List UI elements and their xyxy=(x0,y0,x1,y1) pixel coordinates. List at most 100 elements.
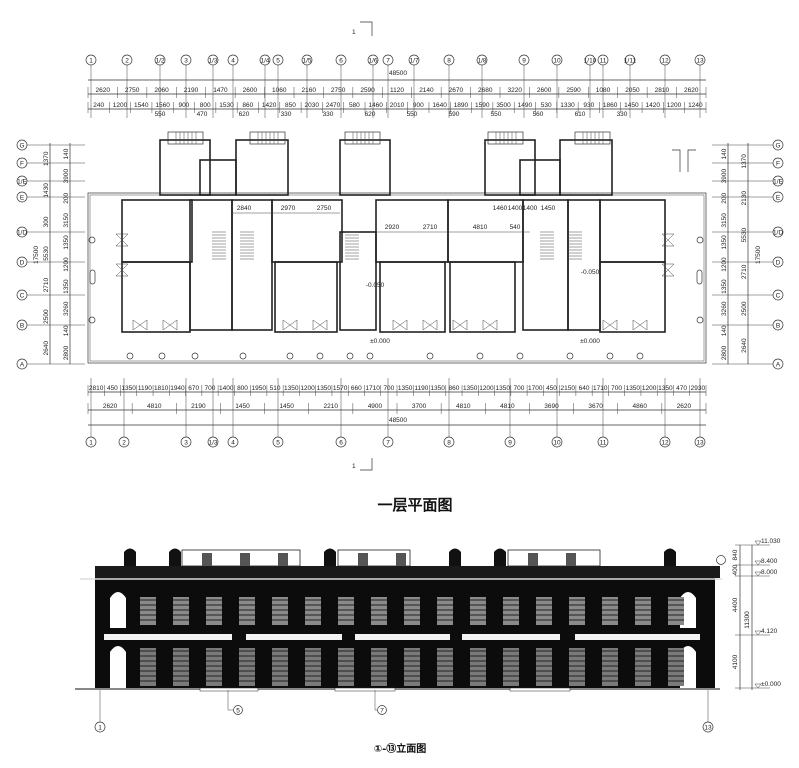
level-triangle xyxy=(754,540,762,546)
top-detail-dimension: 2010 xyxy=(390,102,405,109)
room-wall xyxy=(599,199,666,263)
column xyxy=(316,352,324,360)
penthouse-louver xyxy=(566,553,576,566)
roof-chimney xyxy=(494,548,506,566)
balcony-rail xyxy=(575,634,700,640)
right-detail-dimension: 140 xyxy=(721,148,728,159)
column xyxy=(606,352,614,360)
column xyxy=(89,269,96,285)
right-dimension: 2500 xyxy=(741,301,748,316)
interior-dimension: 1460 xyxy=(493,205,508,212)
entry-step xyxy=(199,687,259,692)
top-detail-dimension: 240 xyxy=(93,102,104,109)
bottom-dimension: 4810 xyxy=(500,403,515,410)
bottom-dimension: 3670 xyxy=(588,403,603,410)
axis-label: D xyxy=(20,260,25,267)
top-detail-dimension: 900 xyxy=(413,102,424,109)
axis-label: 1/E xyxy=(17,179,27,186)
top-offset-dimension: 550 xyxy=(491,111,502,118)
room-wall xyxy=(559,139,613,196)
callout-bubble xyxy=(377,705,387,715)
bottom-detail-dimension: 2930 xyxy=(691,385,706,392)
lower-louvered-window xyxy=(602,648,618,686)
section-cut-mark xyxy=(672,149,696,172)
bottom-detail-dimension: 1950 xyxy=(252,385,267,392)
axis-label: 1/6 xyxy=(368,58,377,65)
bottom-detail-dimension: 670 xyxy=(188,385,199,392)
penthouse-louver xyxy=(358,553,368,566)
axis-label: 13 xyxy=(696,440,704,447)
lower-louvered-window xyxy=(503,648,519,686)
lower-louvered-window xyxy=(470,648,486,686)
axis-label: 4 xyxy=(231,58,235,65)
top-offset-dimension: 470 xyxy=(197,111,208,118)
bottom-detail-dimension: 1200 xyxy=(642,385,657,392)
top-detail-dimension: 1200 xyxy=(113,102,128,109)
section-mark-label: 1 xyxy=(352,29,356,36)
axis-label: C xyxy=(776,293,781,300)
bottom-dimension: 2620 xyxy=(103,403,118,410)
top-dimension: 2600 xyxy=(537,87,552,94)
bottom-detail-dimension: 510 xyxy=(270,385,281,392)
top-dimension: 2680 xyxy=(478,87,493,94)
interior-dimension: 1450 xyxy=(541,205,556,212)
room-wall xyxy=(522,199,569,331)
bottom-detail-dimension: 1200 xyxy=(479,385,494,392)
bottom-dimension: 4810 xyxy=(456,403,471,410)
axis-label: 11 xyxy=(600,58,607,65)
top-dimension: 2060 xyxy=(154,87,169,94)
bottom-detail-dimension: 1710 xyxy=(593,385,608,392)
top-detail-dimension: 1590 xyxy=(475,102,490,109)
interior-dimension: 1400 xyxy=(508,205,523,212)
penthouse-louver xyxy=(278,553,288,566)
axis-label: 1/3 xyxy=(208,440,217,447)
rear-stair xyxy=(487,131,524,145)
room-wall xyxy=(484,139,536,196)
axis-label: 1/10 xyxy=(584,58,597,65)
bottom-detail-dimension: 660 xyxy=(351,385,362,392)
column xyxy=(696,236,704,244)
window-symbol xyxy=(422,319,438,331)
bottom-dimension: 1450 xyxy=(279,403,294,410)
axis-label: 3 xyxy=(184,440,188,447)
cornice-band xyxy=(95,566,720,578)
interior-dimension: 1400 xyxy=(523,205,538,212)
entry-step xyxy=(509,687,571,692)
callout-bubble xyxy=(233,705,243,715)
arched-window xyxy=(110,592,126,628)
left-detail-dimension: 3150 xyxy=(63,213,70,228)
lower-louvered-window xyxy=(140,648,156,686)
total-width-dimension: 48500 xyxy=(389,70,407,77)
axis-label: 1/D xyxy=(17,230,27,237)
left-dimension: 1430 xyxy=(43,183,50,198)
axis-label: B xyxy=(20,323,24,330)
bottom-detail-dimension: 700 xyxy=(514,385,525,392)
top-detail-dimension: 1240 xyxy=(688,102,703,109)
top-detail-dimension: 1540 xyxy=(134,102,149,109)
axis-label: 1/8 xyxy=(477,58,486,65)
axis-label: 1/7 xyxy=(409,58,418,65)
level-mark: ±0.000 xyxy=(370,338,390,345)
window-symbol xyxy=(661,233,675,247)
axis-label: B xyxy=(776,323,780,330)
bottom-detail-dimension: 1710 xyxy=(365,385,380,392)
right-detail-dimension: 1350 xyxy=(721,279,728,294)
room-wall xyxy=(159,139,211,196)
axis-label: 1/2 xyxy=(155,58,164,65)
elevation-dimension: 400 xyxy=(732,564,739,575)
interior-dimension: 2970 xyxy=(281,205,296,212)
room-wall xyxy=(274,261,338,333)
bottom-dimension: 2190 xyxy=(191,403,206,410)
balcony-rail xyxy=(104,634,232,640)
upper-louvered-window xyxy=(173,597,189,625)
column xyxy=(126,352,134,360)
right-detail-dimension: 1350 xyxy=(721,235,728,250)
bottom-dimension: 3690 xyxy=(544,403,559,410)
axis-label: 5 xyxy=(276,440,280,447)
axis-label: 3 xyxy=(184,58,188,65)
top-dimension: 2750 xyxy=(125,87,140,94)
roof-chimney xyxy=(324,548,336,566)
axis-label: 1 xyxy=(89,58,93,65)
bottom-detail-dimension: 450 xyxy=(546,385,557,392)
top-offset-dimension: 550 xyxy=(155,111,166,118)
